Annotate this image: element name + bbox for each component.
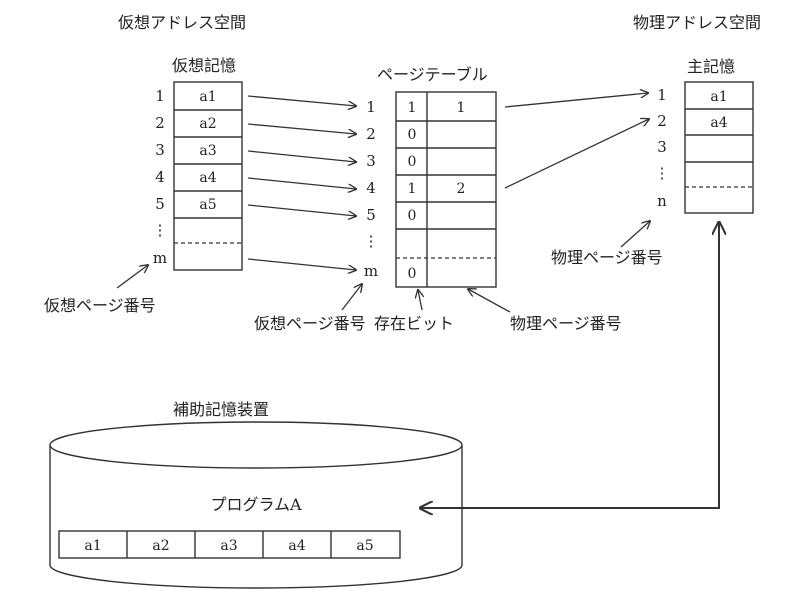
pt-row-number: 1 <box>366 98 376 116</box>
memory-physical-page-number-label: 物理ページ番号 <box>551 248 663 267</box>
pt-present-bit-5: 0 <box>408 208 417 224</box>
virtual-page-number-callout: 仮想ページ番号 <box>44 265 156 315</box>
vm-cell-1: a1 <box>199 89 216 105</box>
pagetable-physical-page-number-callout: 物理ページ番号 <box>468 289 622 333</box>
pt-present-bit-1: 1 <box>408 100 417 116</box>
mm-row-number: ⋮ <box>655 164 670 182</box>
mm-cell-2: a4 <box>710 115 727 131</box>
main-memory-heading: 主記憶 <box>687 57 735 76</box>
pt-present-bit-4: 1 <box>408 181 417 197</box>
program-page-a3: a3 <box>220 538 237 554</box>
page-table-heading: ページテーブル <box>377 65 488 84</box>
memory-physical-page-number-callout: 物理ページ番号 <box>551 221 663 267</box>
vm-row-number: 4 <box>155 168 165 186</box>
program-page-a1: a1 <box>84 538 101 554</box>
virtual-memory-table: a1 a2 a3 a4 a5 <box>173 81 243 271</box>
vm-to-pagetable-arrows <box>247 95 356 270</box>
pt-row-number: 3 <box>366 152 376 170</box>
vm-cell-5: a5 <box>199 197 216 213</box>
swap-arrow <box>420 222 719 508</box>
aux-storage-cylinder <box>49 421 463 589</box>
mm-row-number: n <box>657 192 667 210</box>
vm-row-number: m <box>153 249 167 267</box>
vm-row-number: 3 <box>155 141 165 159</box>
program-a-pages: a1 a2 a3 a4 a5 <box>58 530 401 559</box>
mm-row-number: 3 <box>657 138 667 156</box>
present-bit-callout: 存在ビット <box>374 290 454 333</box>
pt-row-number: m <box>364 262 378 280</box>
virtual-address-space-heading: 仮想アドレス空間 <box>118 13 246 32</box>
mm-cell-1: a1 <box>710 89 727 105</box>
pagetable-virtual-page-number-callout: 仮想ページ番号 <box>254 284 366 333</box>
program-a-label: プログラムA <box>210 495 302 514</box>
vm-cell-2: a2 <box>199 116 216 132</box>
pt-physical-page-1: 1 <box>457 100 466 116</box>
program-page-a2: a2 <box>152 538 169 554</box>
pagetable-physical-page-number-label: 物理ページ番号 <box>510 314 622 333</box>
page-table: 1 1 0 0 1 2 0 0 <box>395 91 497 288</box>
vm-row-number: ⋮ <box>153 221 168 239</box>
pt-physical-page-4: 2 <box>457 181 466 197</box>
vm-row-number: 2 <box>155 114 165 132</box>
pagetable-virtual-page-number-label: 仮想ページ番号 <box>254 314 366 333</box>
pagetable-to-memory-arrows <box>504 93 649 189</box>
pt-row-number: 4 <box>366 179 376 197</box>
pt-present-bit-m: 0 <box>408 266 417 282</box>
page-table-row-numbers: 1 2 3 4 5 ⋮ m <box>364 98 379 280</box>
physical-address-space-heading: 物理アドレス空間 <box>633 13 761 32</box>
vm-row-number: 5 <box>155 195 165 213</box>
pt-present-bit-2: 0 <box>408 127 417 143</box>
virtual-memory-row-numbers: 1 2 3 4 5 ⋮ m <box>153 87 168 267</box>
pt-row-number: 5 <box>366 206 376 224</box>
mm-row-number: 1 <box>657 86 667 104</box>
pt-row-number: 2 <box>366 125 376 143</box>
pt-row-number: ⋮ <box>364 232 379 250</box>
program-page-a5: a5 <box>356 538 373 554</box>
pt-present-bit-3: 0 <box>408 154 417 170</box>
main-memory-row-numbers: 1 2 3 ⋮ n <box>655 86 670 210</box>
mm-row-number: 2 <box>657 112 667 130</box>
vm-row-number: 1 <box>155 87 165 105</box>
virtual-memory-heading: 仮想記憶 <box>172 56 236 75</box>
main-memory-table: a1 a4 <box>684 81 754 214</box>
present-bit-label: 存在ビット <box>374 314 454 333</box>
virtual-page-number-label: 仮想ページ番号 <box>44 296 156 315</box>
program-page-a4: a4 <box>288 538 305 554</box>
vm-cell-4: a4 <box>199 170 216 186</box>
aux-storage-heading: 補助記憶装置 <box>173 400 269 419</box>
vm-cell-3: a3 <box>199 143 216 159</box>
